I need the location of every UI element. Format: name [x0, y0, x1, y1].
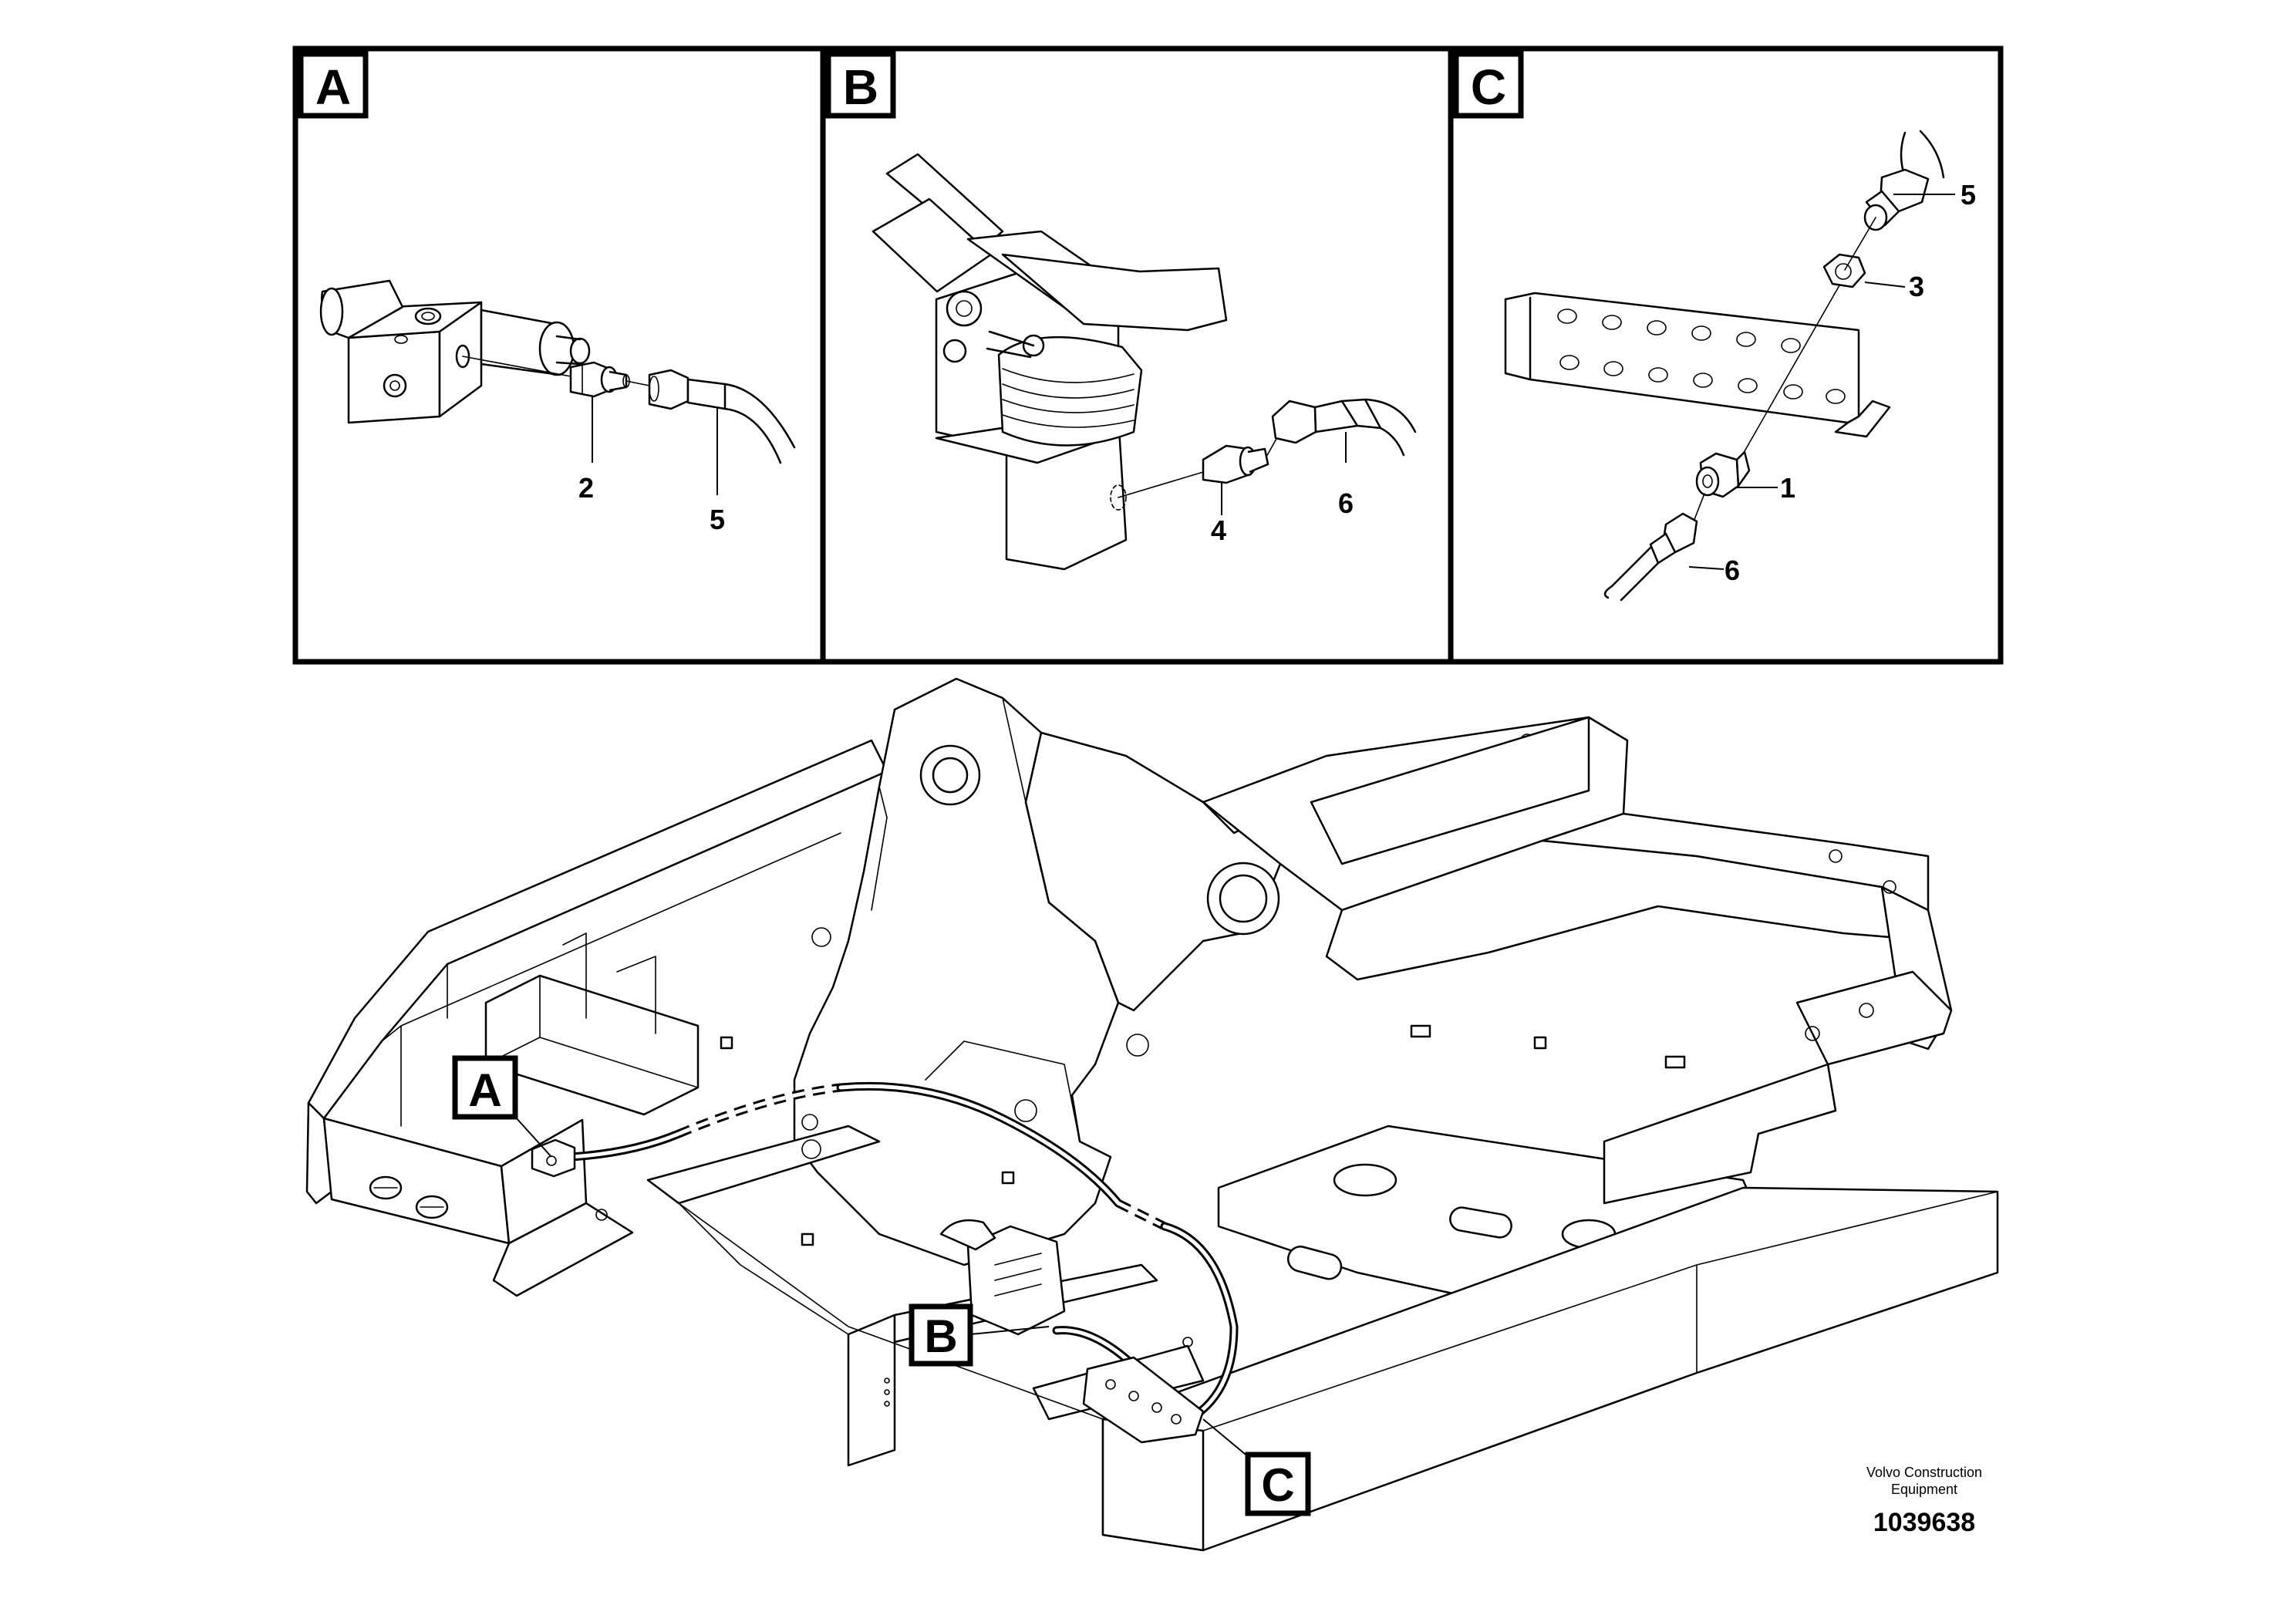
nut-part-3: [1822, 253, 1866, 288]
hydraulic-hose-route: [531, 1081, 1239, 1444]
hose-part-6: [1271, 398, 1417, 457]
part-number-5: 5: [710, 504, 725, 535]
svg-text:A: A: [315, 59, 351, 115]
callout-b: B: [909, 1303, 1050, 1367]
part-number-6: 6: [1338, 487, 1354, 519]
panel-c-drawing: 5 3 1 6: [1504, 130, 1976, 602]
panel-a-label: A: [298, 51, 369, 119]
machine-frame: [305, 677, 1999, 1552]
panel-b-drawing: 4 6: [872, 153, 1417, 571]
callout-c: C: [1202, 1418, 1311, 1516]
detail-panels: A B C: [292, 46, 2004, 665]
part-number-2: 2: [578, 472, 594, 504]
credit-line-1: Volvo Construction: [1866, 1465, 1982, 1480]
figure-number: 1039638: [1873, 1508, 1975, 1537]
part-number-3: 3: [1909, 271, 1924, 302]
part-number-1: 1: [1780, 472, 1795, 504]
svg-text:C: C: [1261, 1459, 1294, 1511]
adapter-part-4: [1202, 444, 1269, 484]
hose-part-5-c: [1863, 130, 1945, 231]
credit-block: Volvo Construction Equipment 1039638: [1866, 1465, 1982, 1537]
svg-text:A: A: [468, 1064, 501, 1116]
part-number-6-c: 6: [1725, 555, 1740, 586]
hose-part-6-c: [1603, 512, 1698, 602]
part-number-4: 4: [1211, 514, 1226, 546]
panel-a-drawing: 2 5: [319, 279, 796, 535]
panel-c-label: C: [1453, 51, 1524, 119]
svg-text:B: B: [924, 1310, 957, 1362]
credit-line-2: Equipment: [1891, 1482, 1957, 1497]
svg-text:C: C: [1471, 59, 1506, 115]
callout-a: A: [452, 1055, 552, 1158]
adapter-part-1: [1695, 450, 1751, 498]
svg-text:B: B: [843, 59, 878, 115]
panel-b-label: B: [825, 51, 896, 119]
part-number-5-c: 5: [1961, 179, 1976, 211]
hose-part-5: [648, 369, 796, 464]
adapter-part-2: [569, 361, 630, 398]
